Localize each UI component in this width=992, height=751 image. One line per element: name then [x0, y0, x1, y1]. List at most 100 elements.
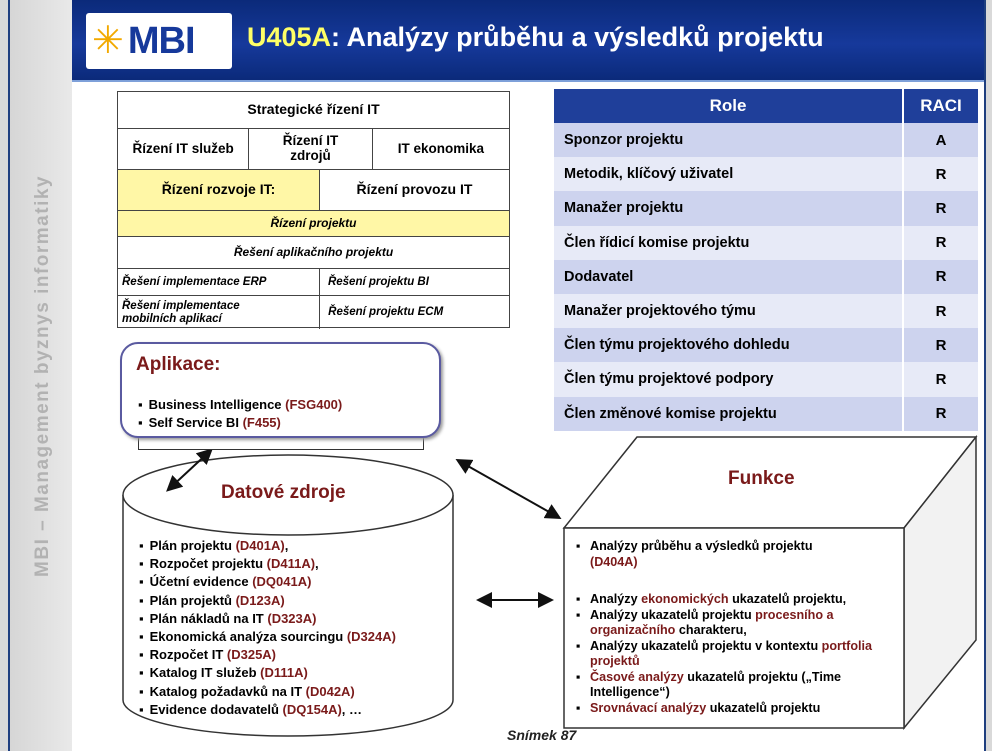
hierarchy-row: Řešení implementace ERP Řešení projektu … [118, 269, 509, 296]
list-item: Analýzy průběhu a výsledků projektu(D404… [576, 539, 912, 570]
list-item: Ekonomická analýza sourcingu (D324A) [139, 628, 396, 646]
list-item: Katalog požadavků na IT (D042A) [139, 683, 396, 701]
item-highlight: Srovnávací analýzy [590, 700, 707, 715]
item-name: Plán projektů [149, 592, 236, 608]
item-code: (D042A) [305, 683, 355, 699]
hierarchy-cell: Strategické řízení IT [247, 101, 380, 118]
applications-list: Business Intelligence (FSG400) Self Serv… [138, 396, 343, 432]
functions-title: Funkce [728, 468, 795, 489]
list-item: Analýzy ukazatelů projektu v kontextu po… [576, 639, 912, 670]
item-name: Katalog požadavků na IT [149, 683, 306, 699]
sun-icon: ✳ [92, 20, 124, 62]
item-name: Evidence dodavatelů [149, 701, 283, 717]
item-name: Ekonomická analýza sourcingu [149, 629, 347, 645]
raci-value: R [904, 157, 978, 192]
item-name: Business Intelligence [148, 397, 286, 412]
list-item: Plán projektů (D123A) [139, 592, 396, 610]
item-text: Analýzy ukazatelů projektu v kontextu [590, 638, 822, 653]
item-text: Analýzy ukazatelů projektu [590, 607, 756, 622]
item-code: (DQ154A) [282, 701, 342, 717]
side-strip [10, 0, 72, 751]
item-text: ukazatelů projektu („Time Intelligence“) [590, 669, 842, 700]
applications-box: Aplikace: Business Intelligence (FSG400)… [120, 342, 441, 438]
hierarchy-cell: Řešení projektu ECM [328, 306, 444, 319]
role-name: Sponzor projektu [554, 123, 904, 158]
hierarchy-cell: IT ekonomika [397, 140, 485, 156]
list-item: Analýzy ekonomických ukazatelů projektu, [576, 592, 912, 608]
hierarchy-row: Řízení rozvoje IT: Řízení provozu IT [118, 170, 509, 211]
page-title: U405A: Analýzy průběhu a výsledků projek… [247, 22, 824, 53]
item-code: (D325A) [226, 647, 277, 663]
item-code: (DQ041A) [252, 574, 312, 590]
slide-number: Snímek 87 [507, 727, 576, 743]
item-text: Analýzy [590, 592, 642, 606]
raci-value: R [904, 396, 978, 431]
item-code: (D324A) [346, 629, 396, 645]
raci-value: R [904, 191, 978, 226]
data-sources: Datové zdroje Plán projektu (D401A), Roz… [123, 454, 454, 736]
item-text: charakteru, [675, 623, 747, 637]
item-highlight: Časové analýzy [590, 669, 684, 684]
list-item: Katalog IT služeb (D111A) [139, 664, 396, 682]
hierarchy-cell: Řízení provozu IT [356, 181, 473, 198]
raci-table-header: Role RACI [554, 89, 978, 123]
item-text: ukazatelů projektu, [728, 592, 847, 606]
header-role: Role [554, 89, 904, 123]
slide-number-value: 87 [560, 727, 577, 743]
list-item: Plán projektu (D401A), [139, 537, 396, 555]
item-suffix: , [315, 556, 319, 572]
item-code: (F455) [242, 415, 281, 430]
item-code: (D411A) [266, 556, 316, 572]
item-code: (D401A) [235, 538, 285, 553]
it-management-hierarchy: Strategické řízení IT Řízení IT služeb Ř… [117, 91, 510, 329]
raci-value: R [904, 293, 978, 329]
hierarchy-row: Řešení aplikačního projektu [118, 237, 509, 269]
list-item: Evidence dodavatelů (DQ154A), … [139, 701, 396, 719]
role-name: Dodavatel [554, 259, 904, 294]
list-item: Rozpočet IT (D325A) [139, 646, 396, 664]
logo-text: MBI [127, 19, 196, 62]
slide: MBI – Management byznys informatiky ✳ MB… [8, 0, 986, 751]
role-name: Člen týmu projektového dohledu [554, 328, 904, 363]
item-suffix: , … [341, 701, 363, 717]
hierarchy-row: Strategické řízení IT [118, 92, 509, 129]
mbi-logo: ✳ MBI [86, 13, 232, 69]
role-name: Manažer projektu [554, 191, 904, 226]
arrow-app-data [166, 448, 213, 492]
raci-value: R [904, 225, 978, 260]
hierarchy-cell: Řízení IT zdrojů [249, 129, 373, 169]
item-highlight: procesního a organizačního [590, 607, 834, 638]
item-highlight: portfolia projektů [590, 638, 873, 669]
list-item: Self Service BI (F455) [138, 414, 342, 432]
list-item: Rozpočet projektu (D411A), [139, 555, 396, 573]
item-name: Rozpočet projektu [149, 556, 267, 572]
list-item: Srovnávací analýzy ukazatelů projektu [576, 701, 912, 717]
role-name: Manažer projektového týmu [554, 293, 904, 329]
data-sources-title: Datové zdroje [221, 482, 346, 503]
raci-value: R [904, 328, 978, 363]
list-item: Časové analýzy ukazatelů projektu („Time… [576, 670, 912, 701]
role-name: Člen změnové komise projektu [554, 396, 904, 431]
role-name: Člen řídicí komise projektu [554, 225, 904, 260]
hierarchy-cell: Řešení implementace mobilních aplikací [118, 296, 321, 329]
applications-title: Aplikace: [136, 354, 221, 375]
raci-value: R [904, 259, 978, 294]
item-name: Účetní evidence [149, 574, 253, 590]
hierarchy-cell: Řízení IT služeb [118, 129, 250, 169]
title-text: : Analýzy průběhu a výsledků projektu [331, 22, 824, 52]
slide-label: Snímek [507, 727, 557, 743]
role-name: Metodik, klíčový uživatel [554, 157, 904, 192]
item-name: Plán projektu [149, 538, 236, 553]
list-item: Plán nákladů na IT (D323A) [139, 610, 396, 628]
item-suffix: , [284, 538, 289, 553]
raci-value: A [904, 123, 978, 158]
hierarchy-cell: Řešení aplikačního projektu [233, 244, 394, 259]
hierarchy-cell: Řešení projektu BI [327, 275, 429, 288]
list-item: Analýzy ukazatelů projektu procesního a … [576, 608, 912, 639]
